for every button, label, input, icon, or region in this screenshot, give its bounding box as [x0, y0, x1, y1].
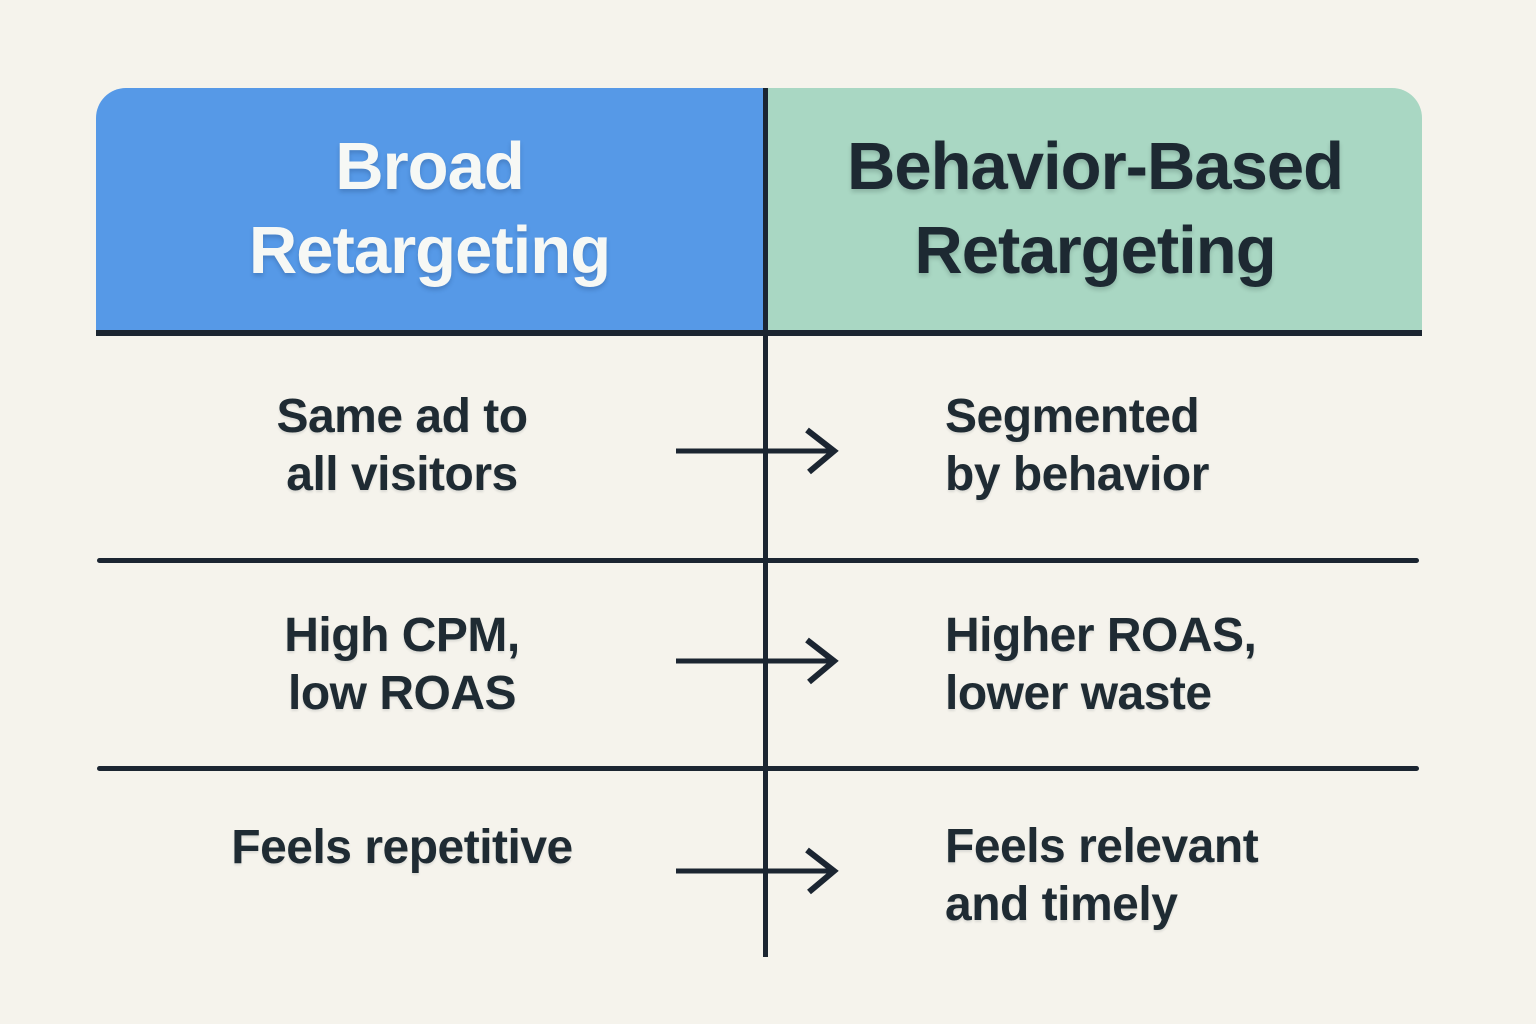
behavior-cell-row1: Segmented by behavior	[945, 390, 1209, 501]
row-separator-2	[97, 766, 1419, 771]
row-separator-1	[97, 558, 1419, 563]
right-arrow-icon	[674, 635, 842, 687]
behavior-cell-row3: Feels relevant and timely	[945, 820, 1259, 931]
broad-cell-row1: Same ad to all visitors	[276, 390, 528, 501]
broad-cell-row3: Feels repetitive	[231, 821, 573, 874]
behavior-cell-row2: Higher ROAS, lower waste	[945, 609, 1257, 720]
right-arrow-icon	[674, 845, 842, 897]
center-divider-rule	[763, 88, 768, 957]
header-underline-rule	[96, 330, 1422, 336]
header-broad-retargeting: Broad Retargeting	[96, 88, 763, 330]
header-behavior-based-retargeting: Behavior-Based Retargeting	[768, 88, 1422, 330]
right-arrow-icon	[674, 425, 842, 477]
broad-cell-row2: High CPM, low ROAS	[284, 609, 520, 720]
